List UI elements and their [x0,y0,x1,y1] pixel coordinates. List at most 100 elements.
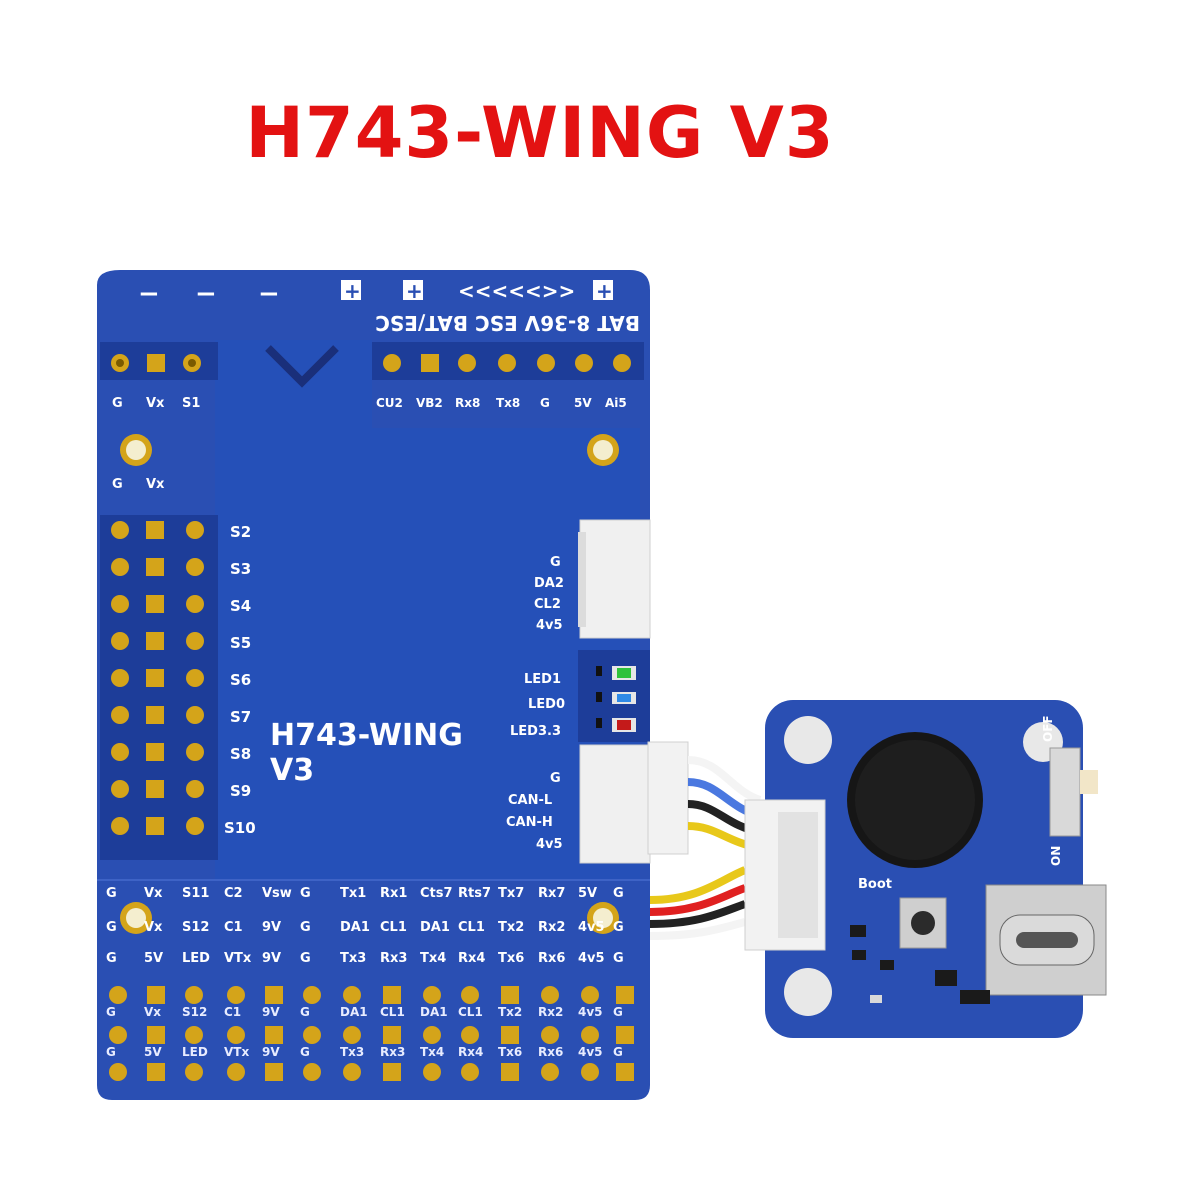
pin-label: Tx4 [420,1045,444,1059]
pad [343,986,361,1004]
minus-3: − [258,279,280,309]
pin-label: Rx3 [380,1045,405,1059]
pin-label: CAN-L [508,793,552,808]
servo-label: S2 [230,523,251,541]
servo-labels: S2 S3 S4 S5 S6 S7 S8 S9 S10 [224,523,256,837]
pad [227,986,245,1004]
pad [343,1063,361,1081]
pin-label: G [613,1005,623,1019]
plus-3: + [596,279,613,303]
pin-label: G [300,951,311,966]
pin-label: DA1 [340,1005,368,1019]
pin-label: Rx6 [538,951,565,966]
pin-label: 4v5 [578,951,605,966]
pad [111,706,129,724]
plus-box-2 [403,280,423,300]
header-right: CU2 VB2 Rx8 Tx8 G 5V Ai5 [372,342,644,410]
logo-icon [265,345,339,388]
pad [461,1063,479,1081]
pad [111,780,129,798]
power-switch[interactable] [1080,770,1098,794]
pin-label: CL1 [458,1005,483,1019]
pad [541,1063,559,1081]
pin-label: 9V [262,951,281,966]
plus-1: + [344,279,361,303]
pad [185,1063,203,1081]
pin-label: 5V [144,951,163,966]
pin-label: Tx7 [498,886,524,901]
pad [343,1026,361,1044]
pad [186,780,204,798]
pad [423,1063,441,1081]
pin-label: VTx [224,1045,249,1059]
pin-label: CL1 [380,1005,405,1019]
servo-label: S9 [230,782,251,800]
pad [616,1026,634,1044]
header-left: G Vx S1 [100,342,218,411]
pin-label: 9V [262,920,281,935]
pin-label: G [613,951,624,966]
pad [186,595,204,613]
pin-label: C2 [224,886,243,901]
pad [303,986,321,1004]
pad [146,558,164,576]
pin-label: Cts7 [420,886,453,901]
servo-label: S10 [224,819,256,837]
top-row-label: BAT 8-36V ESC BAT/ESC [375,311,640,335]
pad [227,1026,245,1044]
led-red-icon [617,720,631,730]
pad [146,780,164,798]
pad [186,632,204,650]
pad [186,521,204,539]
pin-label: G [106,951,117,966]
pad [109,1063,127,1081]
pad [541,1026,559,1044]
pin-label: G [300,1045,310,1059]
plus-box-3 [593,280,613,300]
minus-1: − [138,279,160,309]
pin-label: Rx4 [458,1045,483,1059]
pin-label: G [540,396,550,410]
pin-label: G [613,886,624,901]
pin-label: 5V [144,1045,162,1059]
led-blue-icon [617,694,631,702]
pin-label: G [550,555,561,570]
pad [146,521,164,539]
led-area: LED1 LED0 LED3.3 [510,650,650,742]
pad [111,521,129,539]
pad [147,1026,165,1044]
pin-label: CAN-H [506,815,553,830]
pin-label: G [106,920,117,935]
pad [616,1063,634,1081]
pin-label: 9V [262,1005,280,1019]
boot-label: Boot [858,877,892,892]
pin-label: DA1 [420,920,450,935]
pad [146,817,164,835]
pin-label: CU2 [376,396,403,410]
pin-label: Rx6 [538,1045,563,1059]
pad [146,706,164,724]
pad [111,743,129,761]
pad [423,1026,441,1044]
top-power-labels: − − − + + + <<<<<>> BAT 8-36V ESC BAT/ES… [138,279,640,335]
pin-label: S11 [182,886,209,901]
pin-label: G [300,1005,310,1019]
bottom-pads [109,986,634,1081]
arrow-marks: <<<<<>> [458,279,575,303]
pad [461,1026,479,1044]
pin-label: G [613,920,624,935]
plus-box-1 [341,280,361,300]
pin-label: Tx8 [496,396,520,410]
off-label: OFF [1041,715,1055,742]
pad [111,632,129,650]
pad [303,1026,321,1044]
servo-label: S3 [230,560,251,578]
minus-2: − [195,279,217,309]
pin-label: CL1 [380,920,407,935]
pin-label: Tx1 [340,886,366,901]
pad [383,1026,401,1044]
pad [501,1026,519,1044]
pad [111,595,129,613]
flight-controller-board: − − − + + + <<<<<>> BAT 8-36V ESC BAT/ES… [97,270,651,1100]
